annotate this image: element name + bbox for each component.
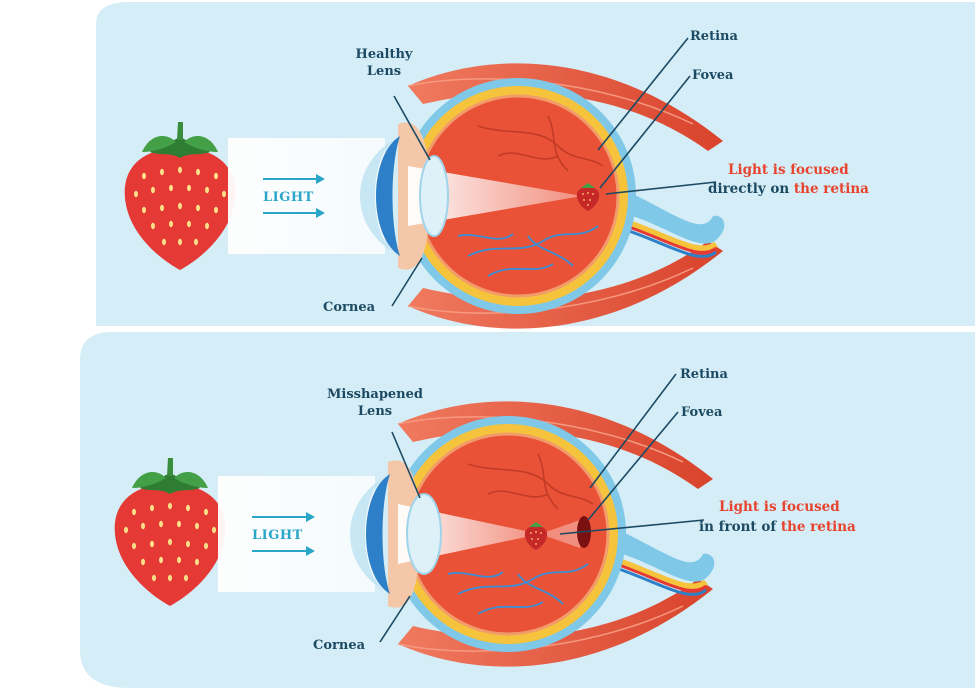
cornea-label: Cornea (313, 638, 366, 653)
light-cone (408, 166, 582, 226)
panel-myopic: LIGHT Misshapened Lens Retina Fovea Corn… (80, 332, 975, 688)
lens-label-line2: Lens (358, 404, 392, 419)
caption-line1: Light is focused (728, 162, 849, 178)
light-beam (218, 476, 375, 592)
lens (419, 155, 449, 237)
lens (406, 493, 442, 575)
caption-emphasis: in front of (699, 519, 777, 535)
caption-line2: directly on the retina (708, 181, 869, 197)
lens-label-line1: Misshapened (327, 387, 423, 402)
caption-line1: Light is focused (719, 499, 840, 515)
light-arrows-icon (263, 174, 325, 218)
caption-emphasis: directly on (708, 181, 789, 197)
caption-line2: in front of the retina (699, 519, 856, 535)
caption-suffix: the retina (776, 519, 856, 535)
light-beam (228, 138, 385, 254)
panel-healthy: LIGHT Healthy Lens Retina Fovea Cornea L… (96, 2, 975, 329)
light-label: LIGHT (263, 190, 314, 205)
lens-label-line2: Lens (367, 64, 401, 79)
light-label: LIGHT (252, 528, 303, 543)
cornea-label: Cornea (323, 300, 376, 315)
fovea-label: Fovea (681, 405, 723, 420)
lens-label-line1: Healthy (356, 47, 413, 62)
retina-label: Retina (680, 367, 728, 382)
retina-label: Retina (690, 29, 738, 44)
caption-suffix: the retina (789, 181, 869, 197)
fovea-label: Fovea (692, 68, 734, 83)
light-arrows-icon (252, 512, 315, 556)
